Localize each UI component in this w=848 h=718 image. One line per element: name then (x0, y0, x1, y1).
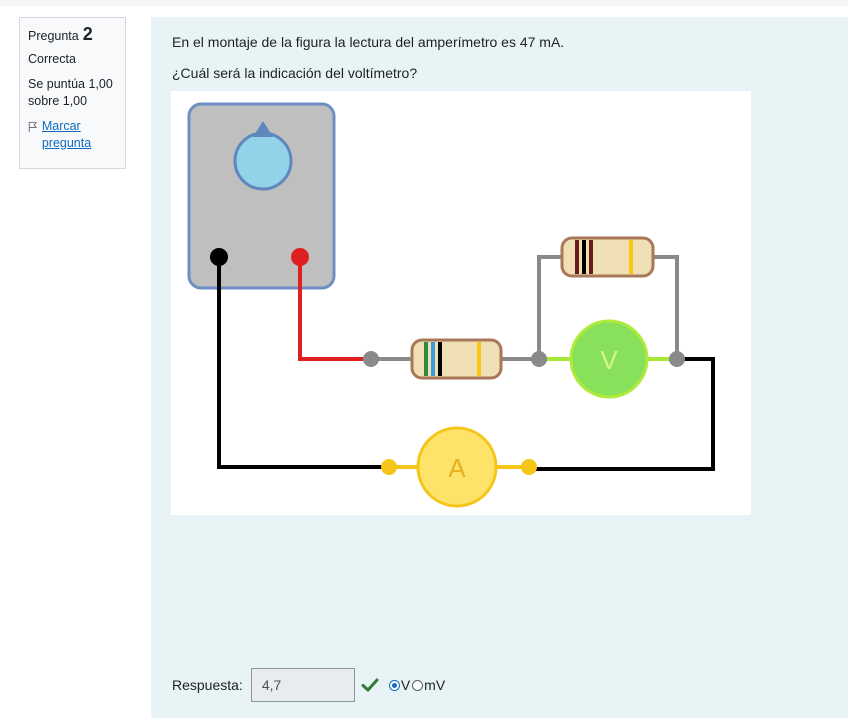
unit-label-v: V (400, 677, 411, 693)
resistor-series (410, 338, 503, 380)
unit-label-mv: mV (424, 677, 446, 693)
answer-input[interactable] (250, 668, 355, 702)
question-number-value: 2 (82, 24, 93, 44)
flag-question-link[interactable]: Marcar pregunta (28, 118, 117, 152)
correct-check-icon (361, 678, 379, 692)
question-state: Correcta (28, 52, 76, 66)
answer-row: Respuesta: V mV (172, 666, 447, 704)
voltmeter: V (569, 319, 649, 399)
ammeter-symbol: A (448, 453, 466, 483)
flag-icon (28, 122, 38, 133)
question-number: Pregunta 2 (28, 24, 117, 45)
resistor-parallel (560, 236, 655, 278)
unit-radio-mv[interactable] (412, 679, 424, 691)
unit-radio-v[interactable] (388, 679, 400, 691)
question-text-1: En el montaje de la figura la lectura de… (172, 34, 565, 50)
circuit-figure: V A (171, 91, 751, 515)
junction-nodes (363, 351, 685, 475)
ammeter: A (416, 426, 498, 508)
question-content: En el montaje de la figura la lectura de… (151, 17, 848, 718)
question-text-2: ¿Cuál será la indicación del voltímetro? (172, 65, 418, 81)
question-grade: Se puntúa 1,00 sobre 1,00 (28, 77, 113, 108)
unit-radio-group: V mV (388, 677, 447, 693)
question-word: Pregunta (28, 29, 79, 43)
answer-label: Respuesta: (172, 677, 243, 693)
multimeter (187, 102, 336, 290)
question-info-panel: Pregunta 2 Correcta Se puntúa 1,00 sobre… (19, 17, 126, 169)
voltmeter-symbol: V (600, 345, 618, 375)
top-border (0, 0, 848, 6)
flag-question-label[interactable]: Marcar pregunta (41, 119, 92, 150)
